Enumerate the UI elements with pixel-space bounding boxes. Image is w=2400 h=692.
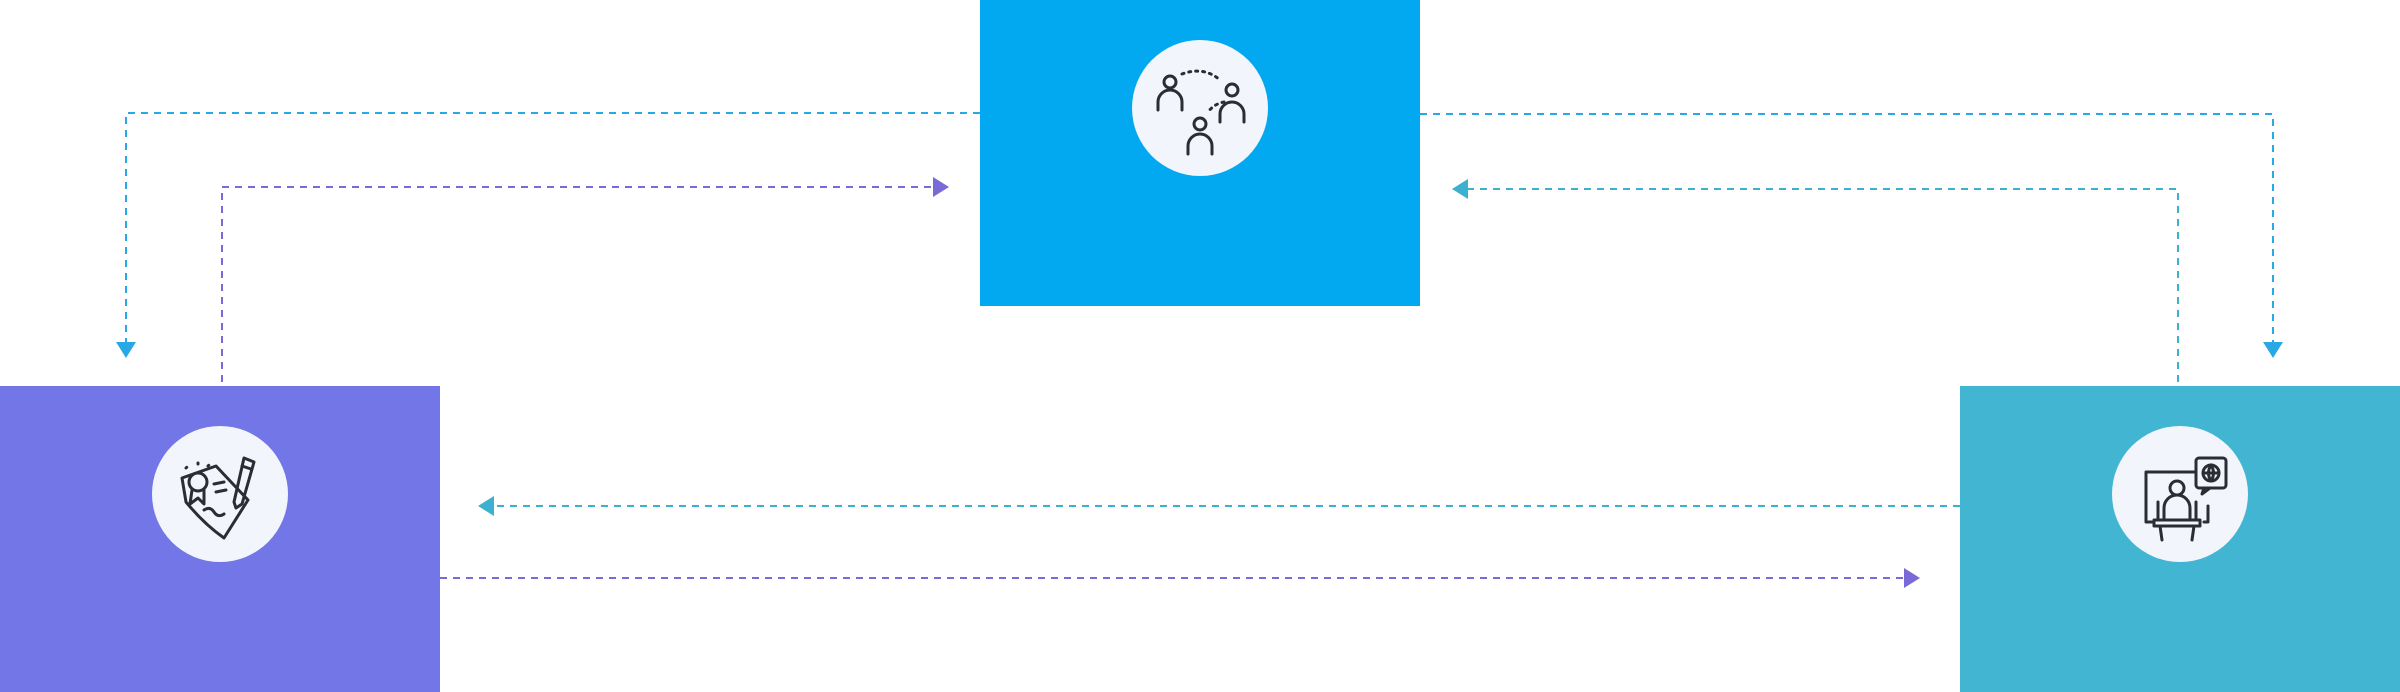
people-network-icon [1156, 69, 1246, 156]
connector-certificate-to-collaboration [221, 177, 949, 382]
node-certificate [0, 386, 440, 692]
connector-remote-work-to-collaboration [1452, 179, 2179, 382]
connector-collaboration-to-remote-work [1420, 113, 2283, 358]
connector-certificate-to-remote-work [440, 568, 1920, 588]
node-collaboration [980, 0, 1420, 306]
icon-badge [152, 426, 288, 562]
certificate-icon [180, 456, 256, 540]
icon-badge [1132, 40, 1268, 176]
node-remote-work [1960, 386, 2400, 692]
connector-collaboration-to-certificate [116, 112, 980, 358]
connector-remote-work-to-certificate [478, 496, 1960, 516]
video-conference-icon [2144, 456, 2228, 542]
icon-badge [2112, 426, 2248, 562]
